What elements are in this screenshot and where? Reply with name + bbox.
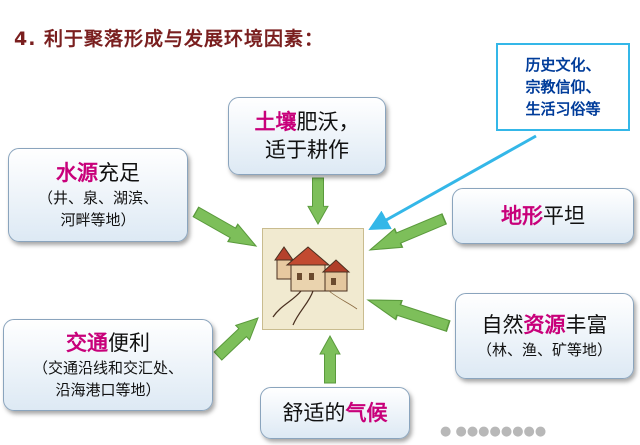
note-arrow [368,134,537,231]
transport-sub2: 沿海港口等地） [55,381,161,399]
soil-rest: 肥沃， [296,110,360,134]
arrow-from-resources [366,299,451,332]
arrow-from-terrain [368,213,448,251]
resources-box: 自然资源丰富 （林、渔、矿等地） [455,293,634,379]
climate-box: 舒适的气候 [260,387,410,439]
note-line-3: 生活习俗等 [525,100,601,118]
watermark: ● ●●●●●●●● [440,424,547,439]
culture-note-box: 历史文化、 宗教信仰、 生活习俗等 [496,43,630,131]
soil-box: 土壤肥沃， 适于耕作 [228,97,386,175]
note-line-2: 宗教信仰、 [525,78,601,96]
water-rest: 充足 [98,161,140,185]
page-title: 4. 利于聚落形成与发展环境因素： [14,28,325,50]
transport-box: 交通便利 （交通沿线和交汇处、 沿海港口等地） [3,319,213,411]
resources-title: 自然资源丰富 [482,311,608,339]
transport-title: 交通便利 [66,329,150,357]
resources-pre: 自然 [481,313,524,337]
climate-pre: 舒适的 [282,401,346,425]
arrow-from-transport [213,317,259,361]
terrain-highlight: 地形 [501,204,543,228]
water-title: 水源充足 [56,159,140,187]
resources-rest: 丰富 [565,313,608,337]
soil-highlight: 土壤 [254,110,297,134]
soil-line2: 适于耕作 [265,138,349,162]
arrow-from-soil [307,177,329,225]
note-line-1: 历史文化、 [525,56,601,74]
transport-highlight: 交通 [66,331,108,355]
house-drawing [272,246,358,326]
village-illustration [262,228,364,330]
terrain-box: 地形平坦 [452,188,634,244]
water-box: 水源充足 （井、泉、湖滨、 河畔等地） [8,148,188,242]
transport-sub1: （交通沿线和交汇处、 [32,359,183,377]
arrow-from-climate [319,334,341,384]
transport-rest: 便利 [108,331,150,355]
terrain-rest: 平坦 [543,204,585,228]
resources-highlight: 资源 [523,313,566,337]
water-highlight: 水源 [56,161,98,185]
climate-highlight: 气候 [345,401,388,425]
terrain-title: 地形平坦 [501,202,585,230]
resources-sub1: （林、渔、矿等地） [476,341,612,359]
soil-line1: 土壤肥沃， [255,108,360,136]
climate-title: 舒适的气候 [283,399,388,427]
arrow-from-water [192,206,258,247]
water-sub2: 河畔等地） [60,211,136,229]
water-sub1: （井、泉、湖滨、 [37,189,158,207]
